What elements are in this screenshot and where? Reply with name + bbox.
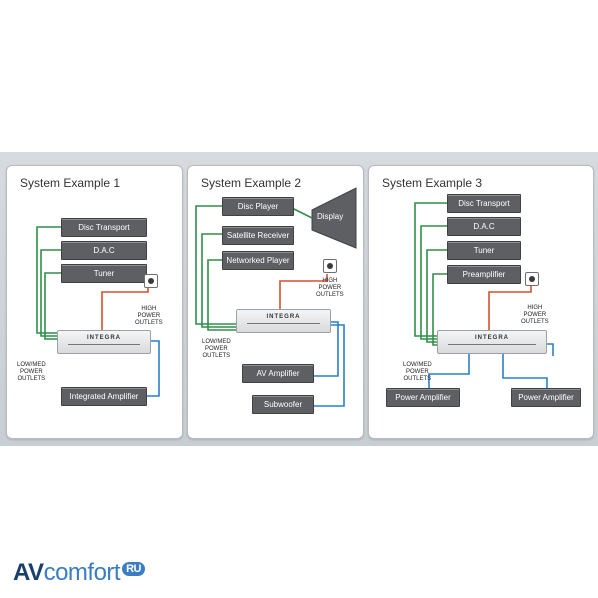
integra-power-conditioner: INTEGRA [437,330,547,354]
integra-power-conditioner: INTEGRA [57,330,151,354]
disc-transport-box: Disc Transport [447,194,521,213]
integra-logo: INTEGRA [266,314,301,320]
wiring-diagram [36,226,160,397]
low-power-note: LOW/MED POWER OUTLETS [202,339,231,359]
av-amplifier-box: AV Amplifier [242,364,314,383]
power-outlet-icon [144,274,158,288]
disc-player-box: Disc Player [222,197,294,216]
dac-box: D.A.C [447,217,521,236]
subwoofer-box: Subwoofer [252,395,314,414]
panel-title: System Example 2 [201,176,302,190]
high-power-note: HIGH POWER OUTLETS [316,278,344,298]
disc-transport-box: Disc Transport [61,218,147,237]
networked-player-box: Networked Player [222,251,294,270]
wiring-diagram [195,187,357,407]
integra-logo: INTEGRA [475,335,509,341]
tuner-box: Tuner [61,264,147,283]
integra-power-conditioner: INTEGRA [236,309,331,333]
wiring-diagram [414,202,554,390]
preamplifier-box: Preamplifier [447,265,521,284]
high-power-note: HIGH POWER OUTLETS [135,306,163,326]
integra-logo: INTEGRA [87,335,121,341]
satellite-receiver-box: Satellite Receiver [222,226,294,245]
system-example-2-panel: System Example 2 Disc Player Display Sat… [187,165,364,439]
dac-box: D.A.C [61,241,147,260]
high-power-note: HIGH POWER OUTLETS [521,305,549,325]
power-outlet-icon [525,272,539,286]
display-label: Display [317,212,344,221]
low-power-note: LOW/MED POWER OUTLETS [403,362,432,382]
panel-title: System Example 1 [20,176,121,190]
low-power-note: LOW/MED POWER OUTLETS [17,362,46,382]
system-example-3-panel: System Example 3 Disc Transport D.A.C Tu… [368,165,594,439]
power-amplifier-right-box: Power Amplifier [511,388,581,407]
power-amplifier-left-box: Power Amplifier [386,388,460,407]
system-example-1-panel: System Example 1 Disc Transport D.A.C Tu… [6,165,183,439]
panel-title: System Example 3 [382,176,483,190]
power-outlet-icon [323,259,337,273]
tuner-box: Tuner [447,241,521,260]
integrated-amplifier-box: Integrated Amplifier [61,387,147,406]
